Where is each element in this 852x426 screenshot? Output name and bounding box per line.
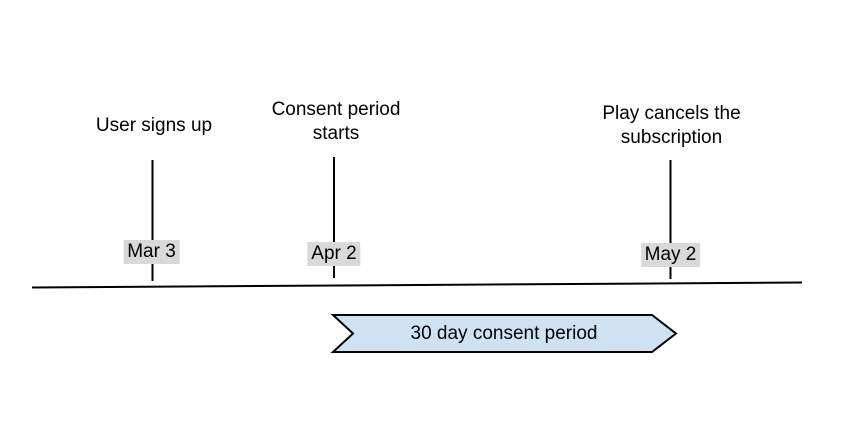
event-label-consent-period-starts: Consent period starts — [271, 99, 401, 144]
date-badge-mar3: Mar 3 — [123, 240, 180, 264]
consent-period-banner-label: 30 day consent period — [410, 323, 598, 344]
timeline-axis — [31, 281, 803, 289]
date-badge-may2: May 2 — [640, 243, 701, 267]
date-badge-apr2: Apr 2 — [307, 242, 361, 266]
event-label-play-cancels-subscription: Play cancels the subscription — [602, 103, 741, 148]
consent-period-banner-shape — [330, 314, 678, 353]
event-label-user-signs-up: User signs up — [95, 115, 213, 136]
